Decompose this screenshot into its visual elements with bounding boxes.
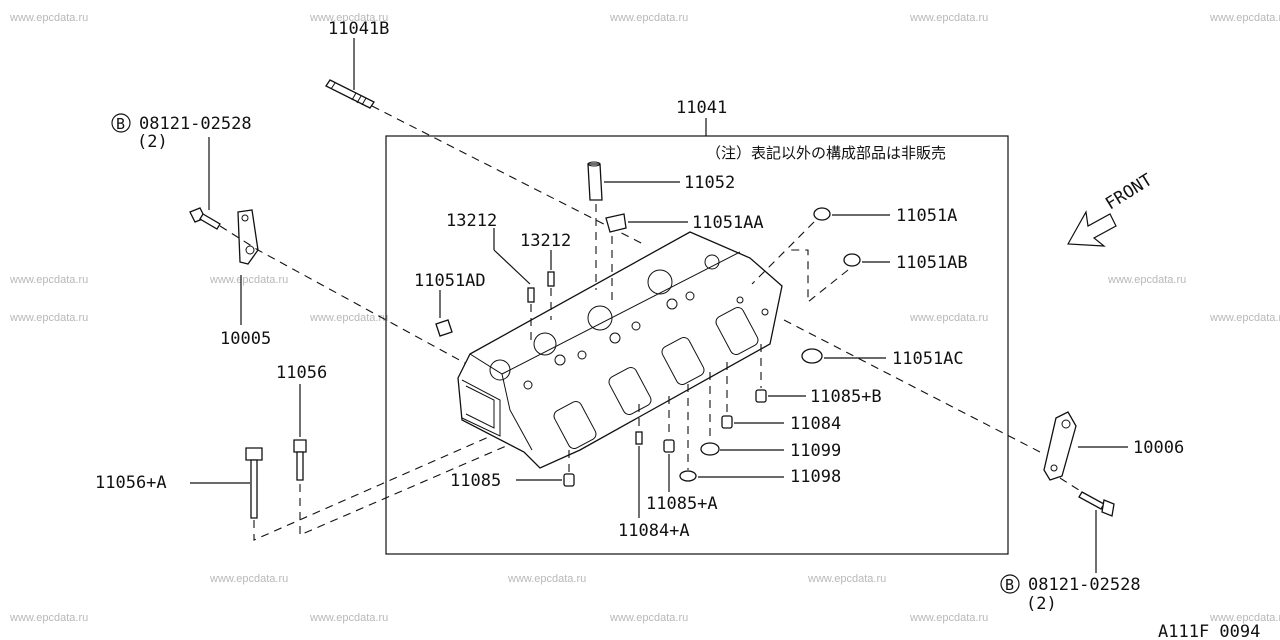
stud-11041B[interactable] — [325, 79, 375, 109]
assembly-frame — [385, 135, 1009, 555]
label-13212-a[interactable]: 13212 — [446, 211, 497, 231]
label-bolt-bottom-qty: (2) — [1026, 594, 1057, 614]
sleeve-11085B[interactable] — [755, 389, 767, 403]
watermark: www.epcdata.ru — [309, 612, 388, 624]
sleeve-11084A[interactable] — [635, 431, 643, 445]
label-11051AC[interactable]: 11051AC — [892, 349, 964, 369]
label-11056A[interactable]: 11056+A — [95, 473, 167, 493]
label-11099[interactable]: 11099 — [790, 441, 841, 461]
watermark: www.epcdata.ru — [909, 312, 988, 324]
bolt-prefix-bottom: B — [1005, 576, 1014, 594]
label-bolt-bottom[interactable]: 08121-02528 — [1028, 575, 1141, 595]
watermarks: www.epcdata.ru www.epcdata.ru www.epcdat… — [9, 12, 1280, 624]
label-11098[interactable]: 11098 — [790, 467, 841, 487]
dash-stud — [371, 105, 646, 246]
label-11084A[interactable]: 11084+A — [618, 521, 690, 541]
watermark: www.epcdata.ru — [909, 12, 988, 24]
watermark: www.epcdata.ru — [609, 12, 688, 24]
label-11085B[interactable]: 11085+B — [810, 387, 882, 407]
callout-bolt-top[interactable]: B 08121-02528 (2) — [111, 113, 252, 152]
dash-bracket-right — [783, 319, 1041, 453]
plug-11051AC[interactable] — [801, 348, 823, 364]
watermark: www.epcdata.ru — [209, 573, 288, 585]
watermark: www.epcdata.ru — [9, 312, 88, 324]
watermark: www.epcdata.ru — [209, 274, 288, 286]
bolt-prefix-top: B — [116, 115, 125, 133]
label-11085[interactable]: 11085 — [450, 471, 501, 491]
label-11051A[interactable]: 11051A — [896, 206, 957, 226]
dash-bracket-left — [219, 225, 475, 369]
seal-11099[interactable] — [700, 442, 720, 456]
diagram-code: A111F 0094 — [1158, 622, 1260, 640]
label-bolt-top[interactable]: 08121-02528 — [139, 114, 252, 134]
label-11085A[interactable]: 11085+A — [646, 494, 718, 514]
bracket-10005[interactable] — [237, 209, 259, 265]
callout-bolt-bottom[interactable]: B 08121-02528 (2) — [1000, 574, 1141, 614]
dowel-13212-b[interactable] — [547, 271, 555, 287]
watermark: www.epcdata.ru — [9, 612, 88, 624]
watermark: www.epcdata.ru — [1209, 12, 1280, 24]
dash-bolt-11056 — [299, 439, 521, 536]
watermark: www.epcdata.ru — [309, 312, 388, 324]
bolt-top-left[interactable] — [189, 207, 221, 230]
seal-11098[interactable] — [679, 470, 697, 482]
watermark: www.epcdata.ru — [909, 612, 988, 624]
watermark: www.epcdata.ru — [309, 12, 388, 24]
watermark: www.epcdata.ru — [9, 274, 88, 286]
watermark: www.epcdata.ru — [807, 573, 886, 585]
watermark: www.epcdata.ru — [1209, 312, 1280, 324]
cylinder-head[interactable] — [457, 231, 783, 469]
label-11041B[interactable]: 11041B — [328, 19, 389, 39]
watermark: www.epcdata.ru — [1107, 274, 1186, 286]
plug-11051A[interactable] — [813, 207, 831, 221]
label-11052[interactable]: 11052 — [684, 173, 735, 193]
front-arrow-icon: FRONT — [1067, 170, 1156, 247]
pipe-11052[interactable] — [587, 161, 603, 201]
watermark: www.epcdata.ru — [507, 573, 586, 585]
label-10006[interactable]: 10006 — [1133, 438, 1184, 458]
label-13212-b[interactable]: 13212 — [520, 231, 571, 251]
label-11051AD[interactable]: 11051AD — [414, 271, 486, 291]
plug-11051AA[interactable] — [605, 213, 627, 233]
note-not-sold: （注）表記以外の構成部品は非販売 — [706, 144, 946, 162]
plug-11051AB[interactable] — [843, 253, 861, 267]
label-11051AA[interactable]: 11051AA — [692, 213, 764, 233]
label-11041[interactable]: 11041 — [676, 98, 727, 118]
bolt-11056A[interactable] — [245, 447, 263, 519]
label-11056[interactable]: 11056 — [276, 363, 327, 383]
sleeve-11085A[interactable] — [663, 439, 675, 453]
sleeve-11084[interactable] — [721, 415, 733, 429]
dash-bolt-right — [1059, 477, 1083, 493]
leader-13212-a2 — [493, 249, 531, 285]
sleeve-11085[interactable] — [563, 473, 575, 487]
bracket-10006[interactable] — [1043, 411, 1077, 481]
head-ports — [553, 307, 759, 449]
label-10005[interactable]: 10005 — [220, 329, 271, 349]
label-11051AB[interactable]: 11051AB — [896, 253, 968, 273]
dash-11051AB — [790, 249, 849, 304]
head-holes — [489, 254, 769, 390]
label-bolt-top-qty: (2) — [137, 132, 168, 152]
watermark: www.epcdata.ru — [9, 12, 88, 24]
plug-11051AD[interactable] — [435, 319, 453, 337]
front-label: FRONT — [1102, 170, 1156, 214]
dowel-13212-a[interactable] — [527, 287, 535, 303]
label-11084[interactable]: 11084 — [790, 414, 841, 434]
bolt-bottom-right[interactable] — [1078, 491, 1115, 517]
watermark: www.epcdata.ru — [609, 612, 688, 624]
dash-11051A — [751, 221, 815, 285]
bolt-11056[interactable] — [293, 439, 307, 481]
dash-bolt-11056A — [253, 431, 501, 541]
watermark: www.epcdata.ru — [1209, 612, 1280, 624]
